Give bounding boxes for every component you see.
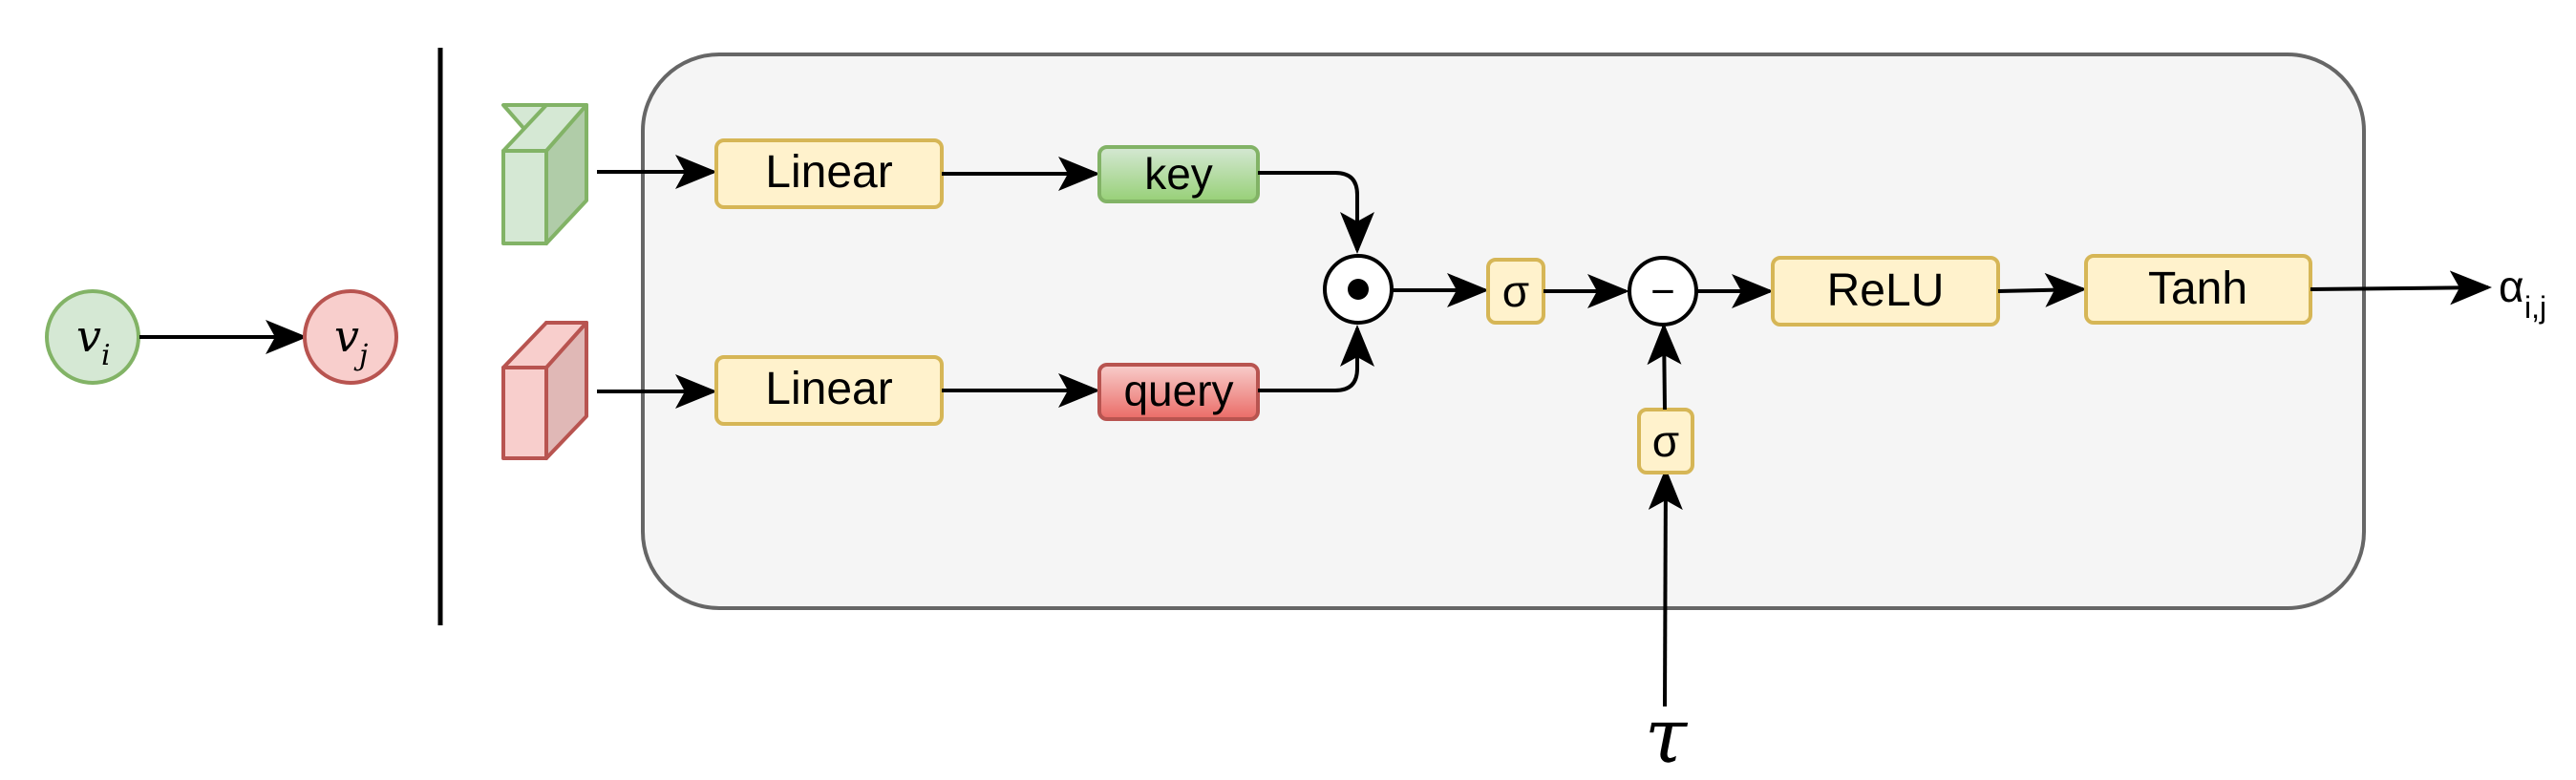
linear-top-block: Linear xyxy=(714,138,944,209)
linear-bottom-label: Linear xyxy=(765,364,892,414)
key-block: key xyxy=(1097,145,1260,203)
module-panel xyxy=(641,53,2366,610)
subtract-symbol: − xyxy=(1650,268,1675,315)
node-vj: v j xyxy=(303,289,398,385)
edge-sigma-minus-vertical xyxy=(1647,323,1682,411)
query-block: query xyxy=(1097,363,1260,421)
node-vj-base: v xyxy=(334,310,359,362)
edge-tanh-output xyxy=(2310,270,2492,306)
subtract-operator: − xyxy=(1628,256,1698,327)
key-label: key xyxy=(1144,149,1213,199)
node-vi: v i xyxy=(45,289,140,385)
edge-key-product xyxy=(1258,171,1374,254)
sigma-main-block: σ xyxy=(1486,258,1545,325)
green-feature-cube xyxy=(501,103,588,245)
dot-product-operator: • xyxy=(1323,254,1394,325)
sigma-tau-block: σ xyxy=(1637,408,1694,474)
relu-block: ReLU xyxy=(1771,256,2000,327)
sigma-main-label: σ xyxy=(1502,266,1529,316)
sigma-tau-label: σ xyxy=(1652,416,1679,466)
tanh-block: Tanh xyxy=(2084,254,2312,325)
node-vi-base: v xyxy=(76,310,101,362)
linear-bottom-block: Linear xyxy=(714,355,944,426)
output-alpha-base: α xyxy=(2499,262,2524,311)
output-alpha-sub: i,j xyxy=(2524,290,2546,325)
edge-relu-tanh xyxy=(1997,272,2087,307)
query-label: query xyxy=(1123,366,1233,415)
edge-query-product xyxy=(1258,325,1374,392)
relu-label: ReLU xyxy=(1827,265,1945,316)
output-alpha-label: α i,j xyxy=(2499,262,2546,325)
linear-top-label: Linear xyxy=(765,147,892,198)
node-vi-sub: i xyxy=(101,339,111,372)
tanh-label: Tanh xyxy=(2148,264,2247,314)
red-feature-cube xyxy=(501,321,588,460)
tau-label: τ xyxy=(1645,691,1689,780)
edge-tau-sigma xyxy=(1648,468,1683,707)
